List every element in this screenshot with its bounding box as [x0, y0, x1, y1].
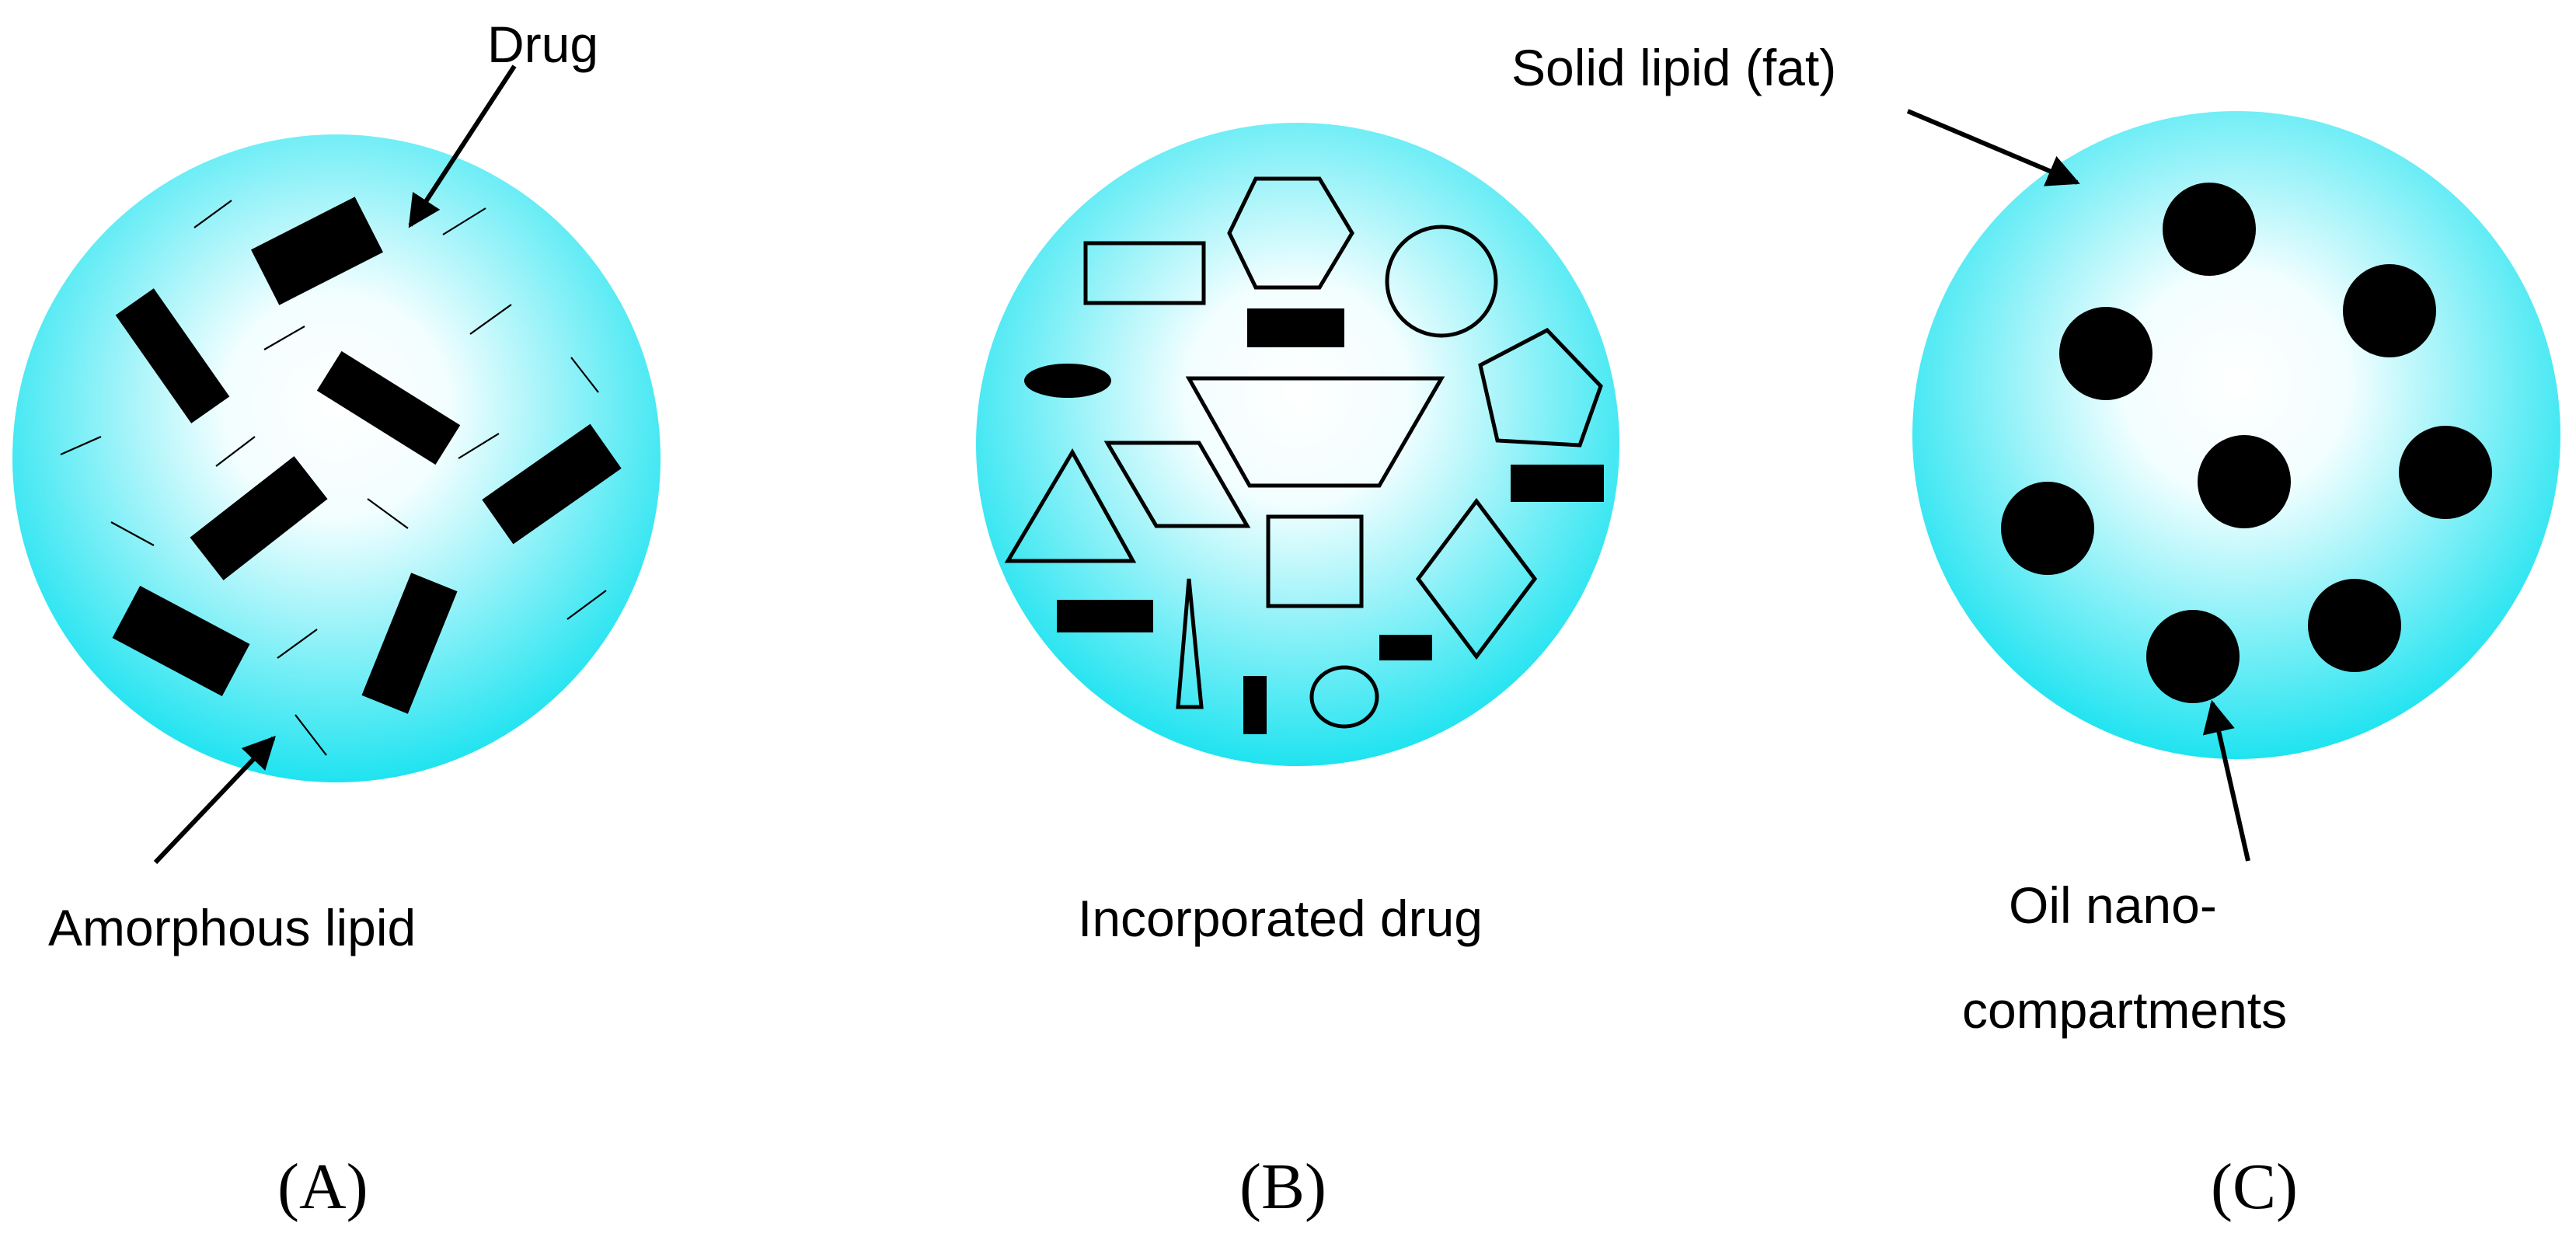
- drug-crystals-a: [112, 197, 622, 714]
- caption-c: (C): [2211, 1151, 2298, 1223]
- outline-circle: [1385, 225, 1498, 338]
- outline-square: [1266, 514, 1364, 608]
- oil-droplet: [2308, 579, 2401, 672]
- oil-droplet: [2163, 183, 2256, 276]
- lipid-dash: [263, 326, 305, 350]
- caption-b: (B): [1239, 1151, 1326, 1223]
- drug-crystal: [251, 197, 383, 305]
- arrow-drug: [408, 64, 517, 228]
- lipid-dash: [110, 521, 155, 546]
- outline-rhombus: [1415, 497, 1538, 660]
- amorphous-lipid-dashes: [60, 200, 607, 756]
- arrow-amorphous-lipid: [153, 735, 276, 865]
- oil-droplet: [2001, 482, 2094, 575]
- lipid-dash: [566, 590, 607, 620]
- oil-nano-compartments: [2001, 183, 2492, 703]
- lipid-dash: [215, 436, 256, 467]
- arrow-oil-compartments: [2202, 699, 2250, 862]
- caption-a: (A): [277, 1151, 368, 1223]
- panel-a: Drug Amorphous lipid (A): [12, 16, 661, 1223]
- lipid-dash: [442, 207, 486, 235]
- outline-trapezoid: [1185, 376, 1445, 488]
- outline-parallelogram: [1103, 441, 1251, 528]
- outline-thin-triangle: [1176, 578, 1204, 709]
- lipid-dash: [193, 200, 232, 228]
- solid-bar: [1379, 635, 1432, 660]
- outline-small-ellipse: [1309, 665, 1379, 729]
- label-oil-nano: Oil nano-: [2009, 876, 2217, 934]
- oil-droplet: [2059, 307, 2152, 400]
- lipid-dash: [367, 498, 409, 529]
- incorporated-drug-shapes: [1004, 176, 1604, 734]
- solid-bar: [1243, 676, 1267, 734]
- drug-crystal: [316, 350, 461, 465]
- particle-b: [976, 123, 1619, 766]
- lipid-dash: [469, 304, 512, 335]
- solid-bar: [1247, 308, 1344, 347]
- label-amorphous-lipid: Amorphous lipid: [48, 899, 416, 956]
- oil-droplet: [2146, 610, 2240, 703]
- panel-b: Incorporated drug (B): [976, 123, 1619, 1223]
- oil-droplet: [2399, 426, 2492, 519]
- lipid-dash: [60, 435, 102, 456]
- lipid-dash: [277, 629, 318, 659]
- label-drug: Drug: [487, 16, 598, 73]
- label-incorporated-drug: Incorporated drug: [1078, 890, 1483, 947]
- solid-bar: [1057, 600, 1153, 632]
- drug-crystal: [482, 423, 622, 545]
- outline-hexagon: [1227, 176, 1354, 290]
- drug-crystal: [115, 288, 230, 423]
- lipid-dash: [295, 714, 327, 756]
- drug-crystal: [361, 573, 458, 714]
- lipid-dash: [458, 433, 500, 459]
- arrow-solid-lipid: [1906, 109, 2080, 186]
- oil-droplet: [2343, 264, 2436, 357]
- drug-crystal: [112, 585, 250, 697]
- oil-droplet: [2198, 435, 2291, 528]
- solid-bar: [1511, 465, 1604, 502]
- solid-ellipse: [1024, 364, 1111, 398]
- lipid-dash: [570, 357, 599, 393]
- panel-c: Solid lipid (fat) Oil nano- compartments…: [1511, 39, 2560, 1223]
- outline-rectangle: [1083, 241, 1206, 305]
- label-compartments: compartments: [1962, 981, 2287, 1039]
- outline-pentagon: [1478, 327, 1603, 448]
- drug-crystal: [190, 456, 328, 580]
- label-solid-lipid: Solid lipid (fat): [1511, 39, 1836, 96]
- outline-triangle: [1004, 448, 1137, 563]
